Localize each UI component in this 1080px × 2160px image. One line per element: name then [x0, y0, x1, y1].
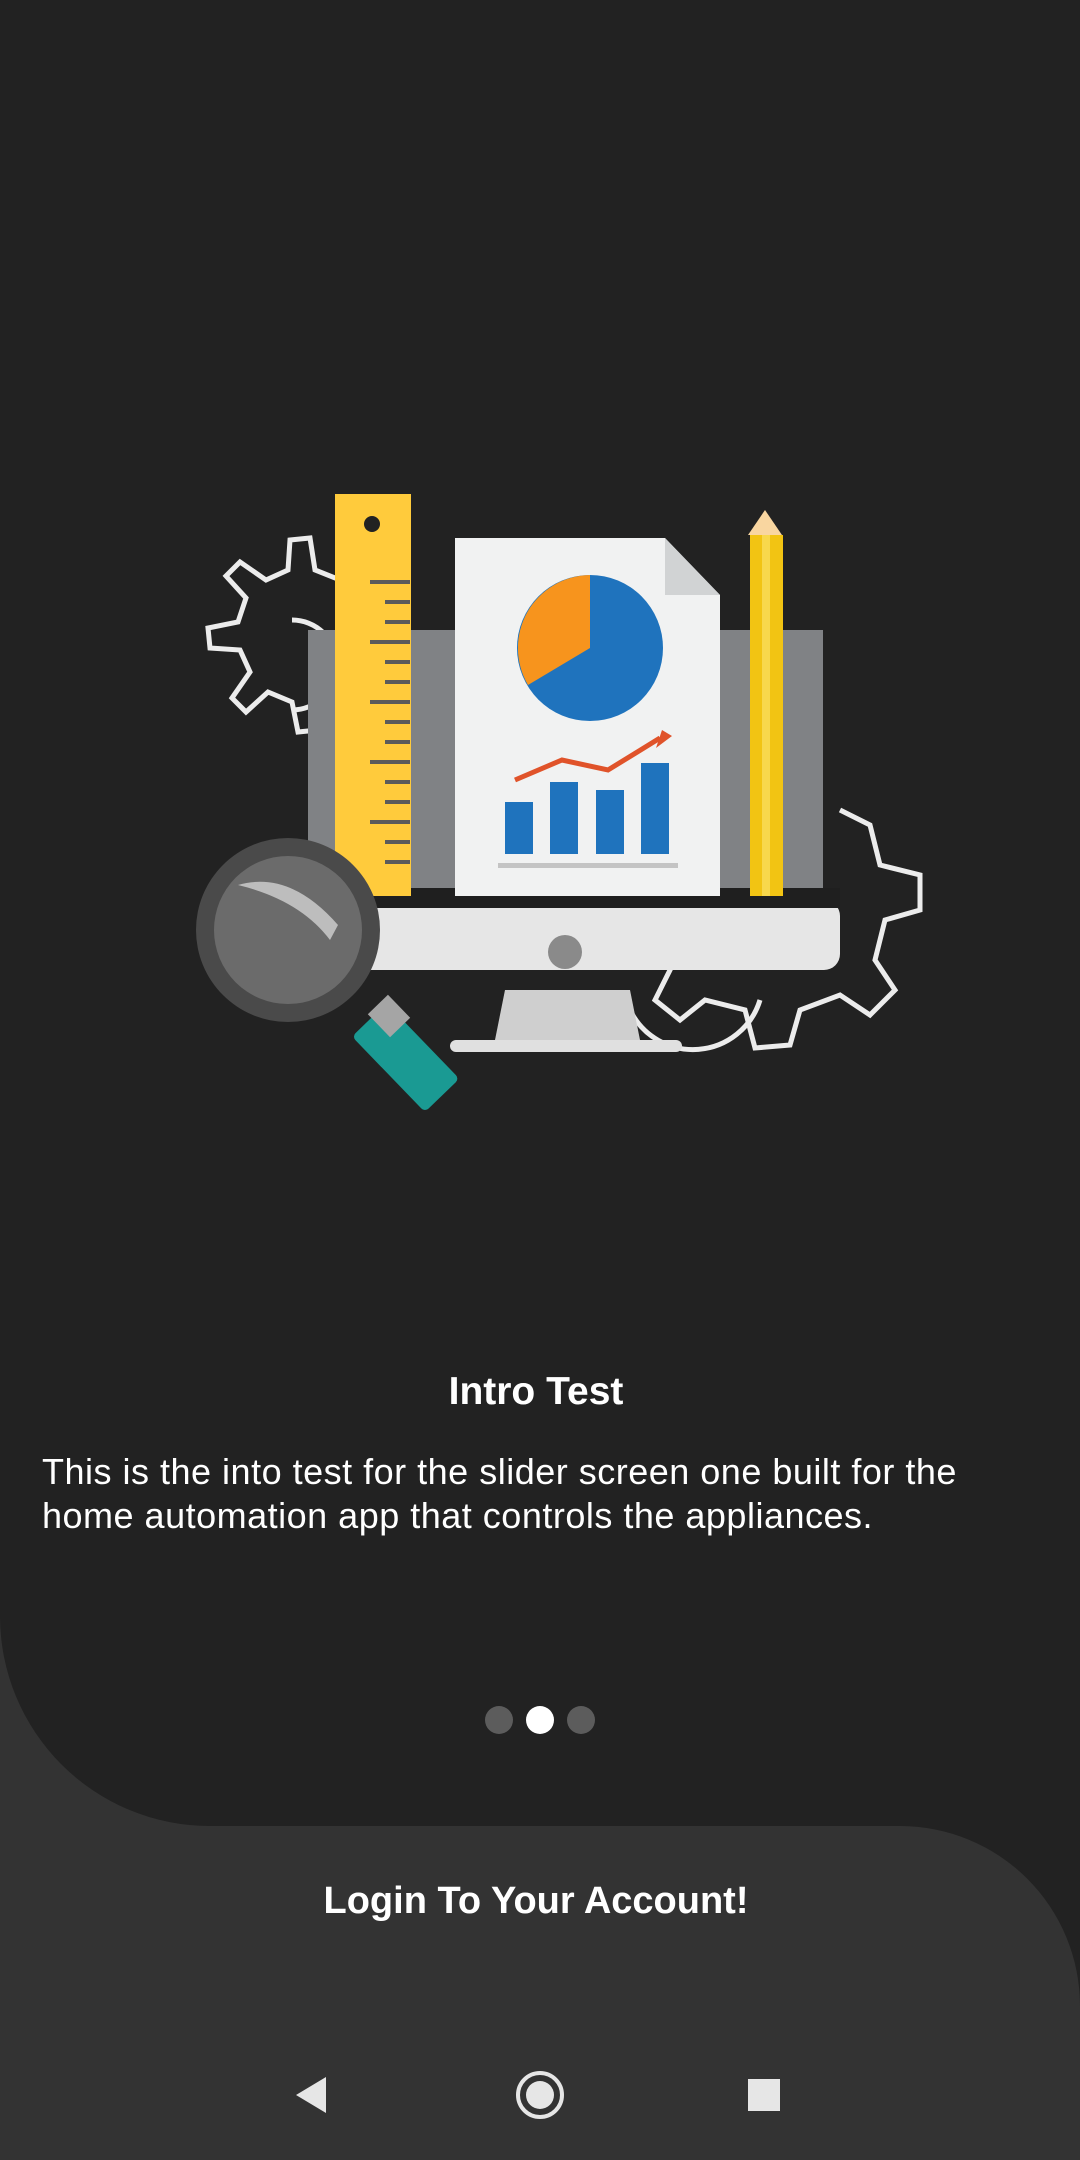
document-icon: [455, 538, 720, 896]
system-nav-bar: [0, 2040, 1080, 2160]
ruler-icon: [335, 494, 411, 896]
pencil-icon: [748, 500, 783, 896]
gear-icon: [617, 807, 923, 1053]
back-icon: [296, 2077, 326, 2113]
home-button[interactable]: [480, 2040, 600, 2150]
home-icon: [516, 2071, 564, 2119]
magnifier-icon: [196, 838, 458, 1111]
recents-icon: [748, 2079, 780, 2111]
page-dot-active[interactable]: [526, 1706, 554, 1734]
panel-curve: [900, 1826, 1080, 2016]
page-indicator: [0, 1706, 1080, 1734]
login-button[interactable]: Login To Your Account!: [0, 1880, 1072, 1923]
page-dot[interactable]: [567, 1706, 595, 1734]
page-dot[interactable]: [485, 1706, 513, 1734]
intro-illustration: [196, 494, 923, 1111]
slide-title: Intro Test: [448, 1370, 624, 1413]
back-button[interactable]: [252, 2040, 372, 2150]
pie-chart-icon: [517, 575, 663, 721]
bar-chart-icon: [498, 730, 678, 868]
slide-description: This is the into test for the slider scr…: [42, 1451, 957, 1536]
recents-button[interactable]: [704, 2040, 824, 2150]
